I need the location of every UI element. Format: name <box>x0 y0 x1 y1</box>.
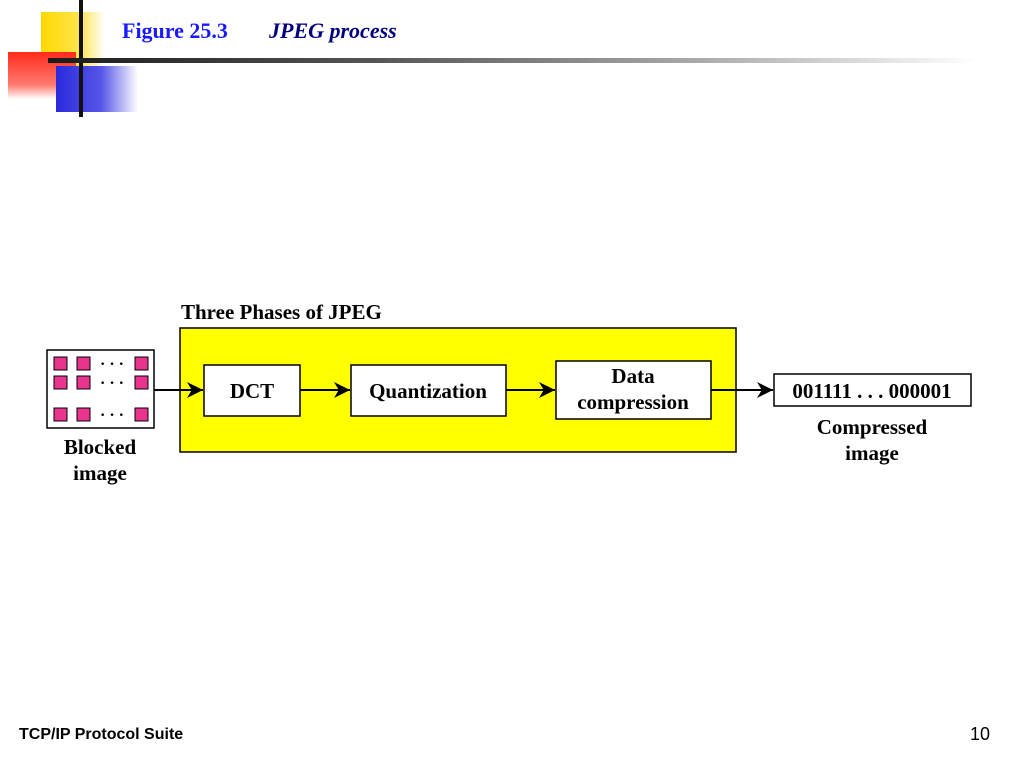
image-block <box>76 407 91 422</box>
image-block <box>134 356 149 371</box>
dct-label: DCT <box>230 379 274 403</box>
data-compression-label-line1: Data <box>611 364 655 388</box>
quantization-label: Quantization <box>369 379 487 403</box>
block-dots: · · · <box>100 407 124 424</box>
decor-blue-square <box>56 66 138 112</box>
dct-box <box>203 364 301 417</box>
compressed-output-value: 001111 . . . 000001 <box>792 379 951 403</box>
image-block <box>53 407 68 422</box>
title-underline <box>48 58 978 63</box>
image-block <box>53 375 68 390</box>
figure-title: JPEG process <box>269 18 397 43</box>
group-label: Three Phases of JPEG <box>181 300 382 324</box>
block-dots: · · · <box>100 375 124 392</box>
image-block <box>76 356 91 371</box>
output-label-line1: Compressed <box>817 415 928 439</box>
compressed-output-box <box>773 373 972 407</box>
figure-label: Figure 25.3 <box>122 18 228 43</box>
input-label-line2: image <box>73 461 127 485</box>
input-label-line1: Blocked <box>64 435 137 459</box>
block-dots: · · · <box>100 356 124 373</box>
image-block <box>134 375 149 390</box>
output-label-line2: image <box>845 441 899 465</box>
page-number: 10 <box>969 724 990 744</box>
image-block <box>53 356 68 371</box>
image-block <box>76 375 91 390</box>
data-compression-label-line2: compression <box>577 390 689 414</box>
image-block <box>134 407 149 422</box>
quantization-box <box>350 364 507 417</box>
footer-title: TCP/IP Protocol Suite <box>19 726 184 743</box>
